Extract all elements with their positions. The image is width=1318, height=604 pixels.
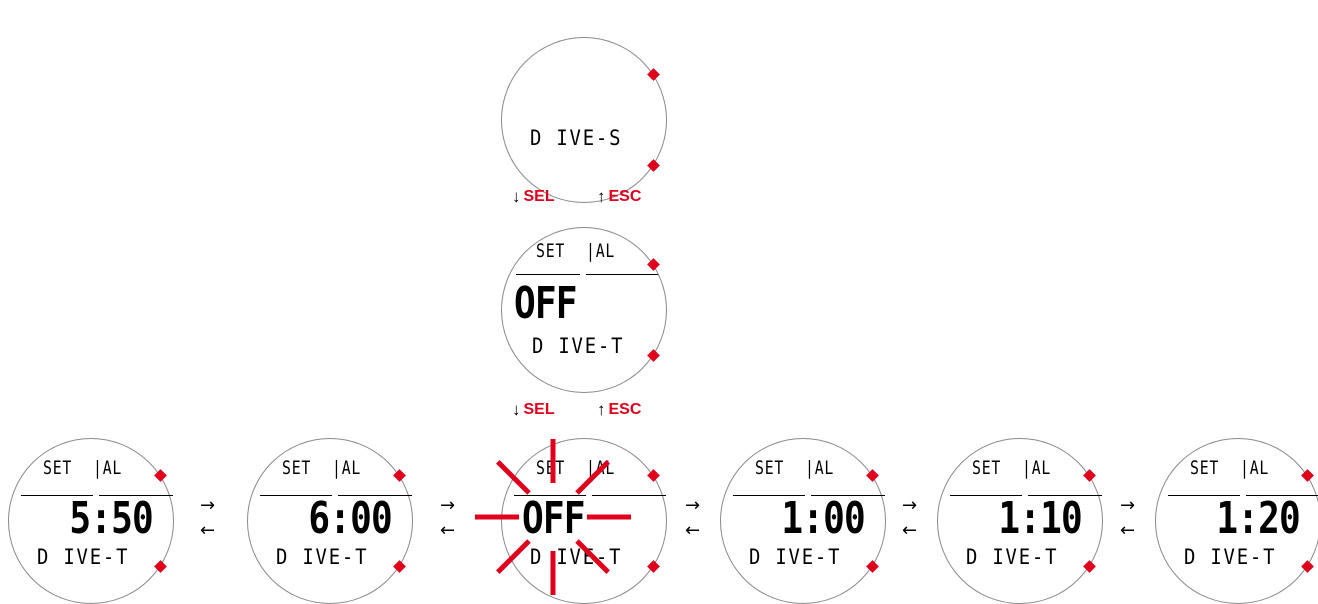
divider-right bbox=[592, 495, 666, 496]
next-arrow-icon: → bbox=[1120, 495, 1136, 516]
watch-button-upper[interactable] bbox=[647, 258, 660, 271]
watch-button-upper[interactable] bbox=[866, 469, 879, 482]
alarm-value: 1:20 bbox=[1216, 493, 1300, 544]
alarm-value: 6:00 bbox=[308, 493, 392, 544]
alarm-value: OFF bbox=[514, 278, 578, 329]
mode-text: D IVE-T bbox=[1184, 545, 1277, 569]
al-label: |AL bbox=[332, 457, 362, 479]
sel-transition-1: ↓ SEL bbox=[512, 187, 555, 207]
alarm-value: OFF bbox=[522, 493, 586, 544]
watch-set-al-off: SET |AL OFF D IVE-T bbox=[501, 227, 667, 393]
watch-button-lower[interactable] bbox=[647, 349, 660, 362]
up-arrow-icon: ↑ bbox=[597, 400, 606, 419]
divider-left bbox=[1168, 495, 1240, 496]
next-arrow-icon: → bbox=[685, 495, 701, 516]
prev-arrow-icon: ← bbox=[1120, 520, 1136, 541]
al-label: |AL bbox=[586, 457, 616, 479]
watch-button-lower[interactable] bbox=[866, 560, 879, 573]
watch-button-lower[interactable] bbox=[647, 560, 660, 573]
al-label: |AL bbox=[93, 457, 123, 479]
divider-right bbox=[338, 495, 412, 496]
down-arrow-icon: ↓ bbox=[512, 400, 521, 419]
al-label: |AL bbox=[1022, 457, 1052, 479]
watch-button-upper[interactable] bbox=[647, 469, 660, 482]
esc-transition-1: ↑ ESC bbox=[597, 187, 641, 207]
esc-label: ESC bbox=[608, 188, 642, 205]
watch-button-upper[interactable] bbox=[647, 68, 660, 81]
watch-button-lower[interactable] bbox=[1083, 560, 1096, 573]
watch-button-lower[interactable] bbox=[1301, 560, 1314, 573]
divider-left bbox=[733, 495, 805, 496]
prev-arrow-icon: ← bbox=[440, 520, 456, 541]
mode-text: D IVE-T bbox=[532, 334, 625, 358]
divider-left bbox=[516, 274, 580, 275]
alarm-value: 1:00 bbox=[781, 493, 865, 544]
sel-transition-2: ↓ SEL bbox=[512, 400, 555, 420]
watch-button-upper[interactable] bbox=[1083, 469, 1096, 482]
watch-button-upper[interactable] bbox=[393, 469, 406, 482]
prev-arrow-icon: ← bbox=[902, 520, 918, 541]
watch-button-lower[interactable] bbox=[393, 560, 406, 573]
set-label: SET bbox=[536, 457, 566, 479]
al-label: |AL bbox=[586, 240, 616, 262]
mode-text: D IVE-T bbox=[966, 545, 1059, 569]
sel-label: SEL bbox=[523, 401, 555, 418]
divider-left bbox=[514, 495, 586, 496]
al-label: |AL bbox=[1240, 457, 1270, 479]
esc-label: ESC bbox=[608, 401, 642, 418]
next-arrow-icon: → bbox=[902, 495, 918, 516]
divider-right bbox=[1028, 495, 1102, 496]
mode-text: D IVE-T bbox=[37, 545, 130, 569]
set-label: SET bbox=[282, 457, 312, 479]
mode-text: D IVE-T bbox=[530, 545, 623, 569]
divider-left bbox=[260, 495, 332, 496]
next-arrow-icon: → bbox=[440, 495, 456, 516]
al-label: |AL bbox=[805, 457, 835, 479]
set-label: SET bbox=[43, 457, 73, 479]
set-label: SET bbox=[972, 457, 1002, 479]
set-label: SET bbox=[1190, 457, 1220, 479]
mode-text: D IVE-T bbox=[276, 545, 369, 569]
mode-text: D IVE-T bbox=[749, 545, 842, 569]
next-arrow-icon: → bbox=[200, 495, 216, 516]
mode-text: D IVE-S bbox=[530, 126, 623, 150]
up-arrow-icon: ↑ bbox=[597, 187, 606, 206]
set-label: SET bbox=[755, 457, 785, 479]
divider-left bbox=[21, 495, 93, 496]
divider-right bbox=[99, 495, 173, 496]
watch-dive-s: D IVE-S bbox=[501, 37, 667, 203]
prev-arrow-icon: ← bbox=[685, 520, 701, 541]
divider-right bbox=[811, 495, 885, 496]
alarm-value: 5:50 bbox=[69, 493, 153, 544]
down-arrow-icon: ↓ bbox=[512, 187, 521, 206]
set-label: SET bbox=[536, 240, 566, 262]
watch-button-upper[interactable] bbox=[154, 469, 167, 482]
watch-button-lower[interactable] bbox=[647, 159, 660, 172]
prev-arrow-icon: ← bbox=[200, 520, 216, 541]
esc-transition-2: ↑ ESC bbox=[597, 400, 641, 420]
watch-button-upper[interactable] bbox=[1301, 469, 1314, 482]
watch-button-lower[interactable] bbox=[154, 560, 167, 573]
divider-left bbox=[950, 495, 1022, 496]
sel-label: SEL bbox=[523, 188, 555, 205]
divider-right bbox=[1246, 495, 1318, 496]
divider-right bbox=[586, 274, 658, 275]
alarm-value: 1:10 bbox=[998, 493, 1082, 544]
